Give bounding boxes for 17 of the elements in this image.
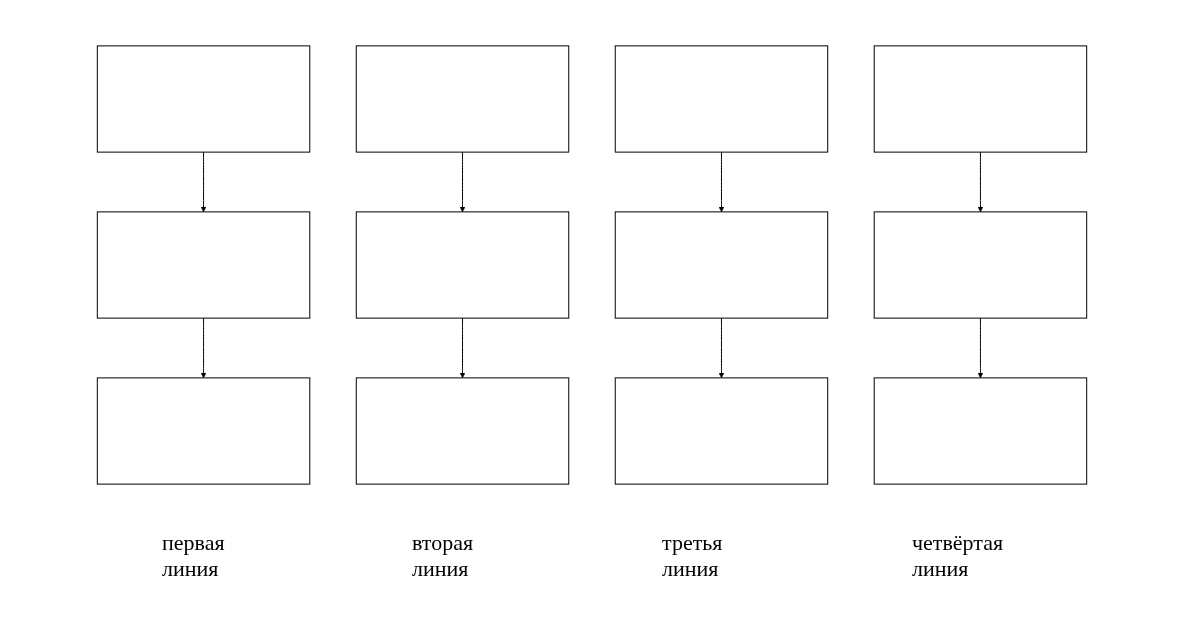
node-box: [614, 211, 829, 319]
column-caption: третья линия: [662, 530, 724, 582]
column-caption: первая линия: [162, 530, 226, 582]
node-box: [873, 377, 1088, 485]
node-box: [96, 211, 311, 319]
node-box: [355, 377, 570, 485]
node-box: [355, 211, 570, 319]
node-box: [96, 45, 311, 153]
node-box: [873, 211, 1088, 319]
arrow: [200, 317, 207, 379]
column-caption: вторая линия: [412, 530, 475, 582]
column-caption: четвёртая линия: [912, 530, 1005, 582]
node-box: [614, 45, 829, 153]
node-box: [873, 45, 1088, 153]
node-box: [96, 377, 311, 485]
node-box: [355, 45, 570, 153]
node-box: [614, 377, 829, 485]
